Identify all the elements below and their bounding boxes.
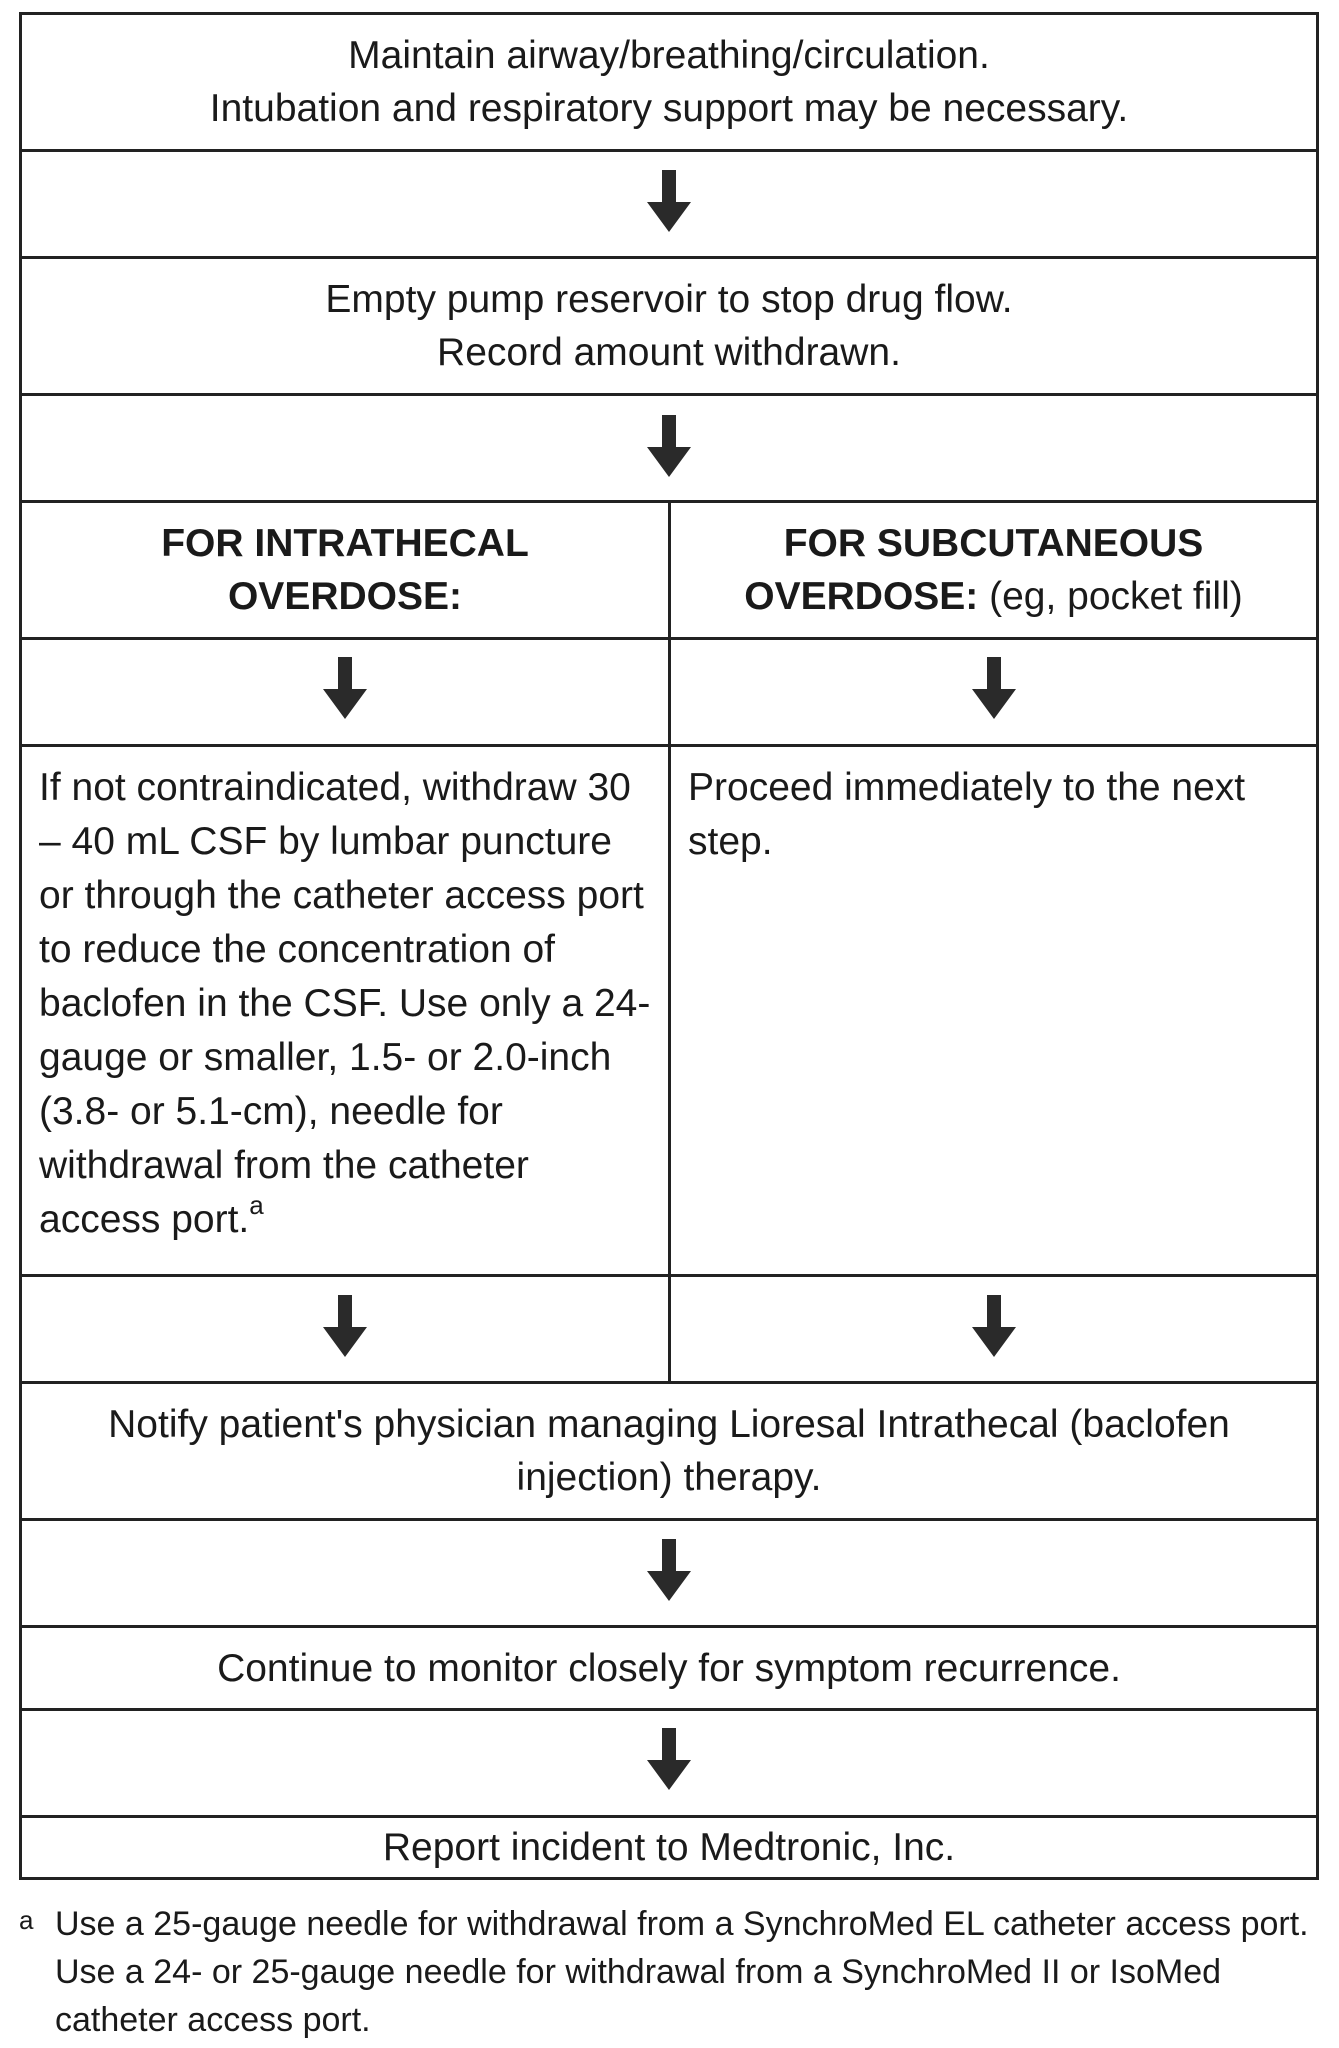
heading-intrathecal: FOR INTRATHECAL OVERDOSE: — [22, 503, 668, 637]
footnote-ref: a — [249, 1190, 264, 1220]
step-notify-physician: Notify patient's physician managing Lior… — [22, 1384, 1316, 1518]
divider — [22, 500, 1316, 503]
footnote-marker: a — [19, 1905, 34, 1935]
footnote: a Use a 25-gauge needle for withdrawal f… — [19, 1900, 1319, 2044]
subcutaneous-body: Proceed immediately to the next step. — [688, 766, 1246, 863]
arrow-down-icon — [647, 415, 691, 477]
arrow-down-icon — [323, 1295, 367, 1357]
overdose-flowchart: Maintain airway/breathing/circulation. I… — [19, 12, 1319, 1880]
divider — [22, 1518, 1316, 1521]
step-empty-reservoir: Empty pump reservoir to stop drug flow. … — [22, 259, 1316, 393]
arrow-down-icon — [972, 1295, 1016, 1357]
step-report-incident: Report incident to Medtronic, Inc. — [22, 1818, 1316, 1877]
intrathecal-instructions-text: If not contraindicated, withdraw 30 – 40… — [39, 761, 654, 1247]
arrow-down-icon — [647, 170, 691, 232]
divider — [22, 744, 1316, 747]
divider — [22, 1381, 1316, 1384]
heading-subcutaneous-line2: OVERDOSE: (eg, pocket fill) — [744, 570, 1242, 623]
step-empty-reservoir-line2: Record amount withdrawn. — [437, 331, 901, 374]
heading-subcutaneous: FOR SUBCUTANEOUS OVERDOSE: (eg, pocket f… — [671, 503, 1316, 637]
step-monitor: Continue to monitor closely for symptom … — [22, 1628, 1316, 1708]
arrow-down-icon — [647, 1539, 691, 1601]
branch-divider — [668, 503, 671, 1384]
heading-subcutaneous-overdose: OVERDOSE: — [744, 575, 979, 618]
heading-intrathecal-line1: FOR INTRATHECAL — [161, 522, 529, 565]
heading-subcutaneous-line1: FOR SUBCUTANEOUS — [783, 522, 1204, 565]
divider — [22, 1625, 1316, 1628]
step-report-incident-text: Report incident to Medtronic, Inc. — [382, 1826, 956, 1869]
step-monitor-text: Continue to monitor closely for symptom … — [217, 1646, 1121, 1690]
divider — [22, 1708, 1316, 1711]
divider — [22, 393, 1316, 396]
divider — [22, 637, 1316, 640]
step-maintain-airway: Maintain airway/breathing/circulation. I… — [22, 15, 1316, 149]
heading-subcutaneous-note: (eg, pocket fill) — [978, 575, 1243, 618]
intrathecal-instructions: If not contraindicated, withdraw 30 – 40… — [22, 761, 668, 1271]
divider — [22, 256, 1316, 259]
arrow-down-icon — [972, 657, 1016, 719]
footnote-text: Use a 25-gauge needle for withdrawal fro… — [55, 1905, 1309, 2039]
arrow-down-icon — [323, 657, 367, 719]
subcutaneous-instructions: Proceed immediately to the next step. — [671, 761, 1316, 961]
step-empty-reservoir-line1: Empty pump reservoir to stop drug flow. — [325, 278, 1013, 321]
step-notify-physician-text: Notify patient's physician managing Lior… — [108, 1403, 1230, 1499]
arrow-down-icon — [647, 1728, 691, 1790]
step-maintain-airway-line2: Intubation and respiratory support may b… — [209, 87, 1129, 130]
heading-intrathecal-line2: OVERDOSE: — [227, 575, 463, 618]
divider — [22, 149, 1316, 152]
divider — [22, 1815, 1316, 1818]
intrathecal-body: If not contraindicated, withdraw 30 – 40… — [39, 766, 651, 1241]
step-maintain-airway-line1: Maintain airway/breathing/circulation. — [348, 34, 990, 77]
divider — [22, 1274, 1316, 1277]
